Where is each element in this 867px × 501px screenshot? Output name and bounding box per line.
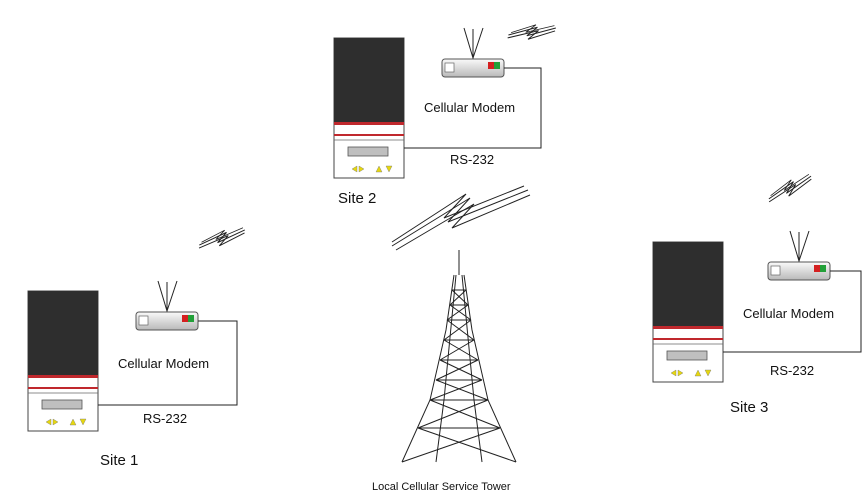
site-2-label: Site 2 (338, 190, 376, 207)
site-2-cellular-modem (441, 27, 505, 78)
site-3-group: Cellular Modem RS-232 Site 3 (652, 173, 862, 416)
tower-label: Local Cellular Service Tower (372, 481, 511, 493)
site-1-group: Cellular Modem RS-232 Site 1 (27, 223, 246, 469)
site-1-cellular-modem (135, 280, 199, 331)
site-2-rs232-cable (404, 67, 542, 149)
site-3-cellular-modem (767, 230, 831, 281)
site-1-modem-label: Cellular Modem (118, 356, 209, 371)
site-2-modem-label: Cellular Modem (424, 100, 515, 115)
site-2-link-label: RS-232 (450, 152, 494, 167)
site-2-controller-cabinet (333, 37, 405, 179)
site-3-controller-cabinet (652, 241, 724, 383)
site-2-wireless-icon (507, 14, 557, 50)
site-2-group: Cellular Modem RS-232 Site 2 (333, 14, 557, 207)
site-3-link-label: RS-232 (770, 363, 814, 378)
site-3-label: Site 3 (730, 399, 768, 416)
site-1-wireless-icon (198, 223, 246, 253)
site-1-link-label: RS-232 (143, 411, 187, 426)
site-1-controller-cabinet (27, 290, 99, 432)
cell-tower (401, 250, 517, 463)
tower-wireless-icon (391, 185, 531, 251)
site-1-label: Site 1 (100, 452, 138, 469)
site-3-rs232-cable (723, 270, 862, 353)
site-3-modem-label: Cellular Modem (743, 306, 834, 321)
site-1-rs232-cable (98, 320, 238, 406)
site-3-wireless-icon (766, 173, 814, 203)
